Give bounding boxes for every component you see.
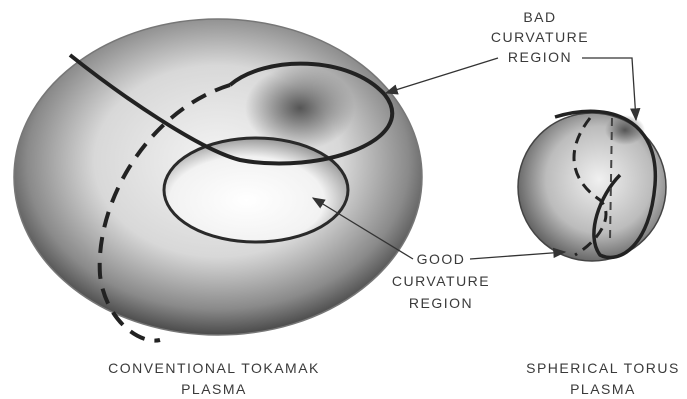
svg-text:REGION: REGION [409, 295, 473, 311]
svg-text:PLASMA: PLASMA [181, 381, 247, 397]
spherical-torus [518, 111, 666, 261]
svg-text:GOOD: GOOD [417, 251, 466, 267]
good-curvature-arrow-sphere [470, 252, 565, 259]
svg-text:CONVENTIONAL TOKAMAK: CONVENTIONAL TOKAMAK [108, 360, 320, 376]
tokamak-torus [14, 19, 422, 341]
svg-text:REGION: REGION [508, 49, 572, 65]
svg-text:PLASMA: PLASMA [570, 381, 636, 397]
bad-curvature-label: BAD CURVATURE REGION [491, 9, 589, 65]
svg-text:BAD: BAD [523, 9, 556, 25]
svg-text:CURVATURE: CURVATURE [392, 273, 490, 289]
svg-text:SPHERICAL TORUS: SPHERICAL TORUS [526, 360, 680, 376]
svg-text:CURVATURE: CURVATURE [491, 29, 589, 45]
tokamak-caption: CONVENTIONAL TOKAMAK PLASMA [108, 360, 320, 397]
spherical-caption: SPHERICAL TORUS PLASMA [526, 360, 680, 397]
good-curvature-label: GOOD CURVATURE REGION [392, 251, 490, 311]
torus-hole [164, 138, 348, 242]
bad-curvature-arrow-tokamak [386, 58, 498, 93]
